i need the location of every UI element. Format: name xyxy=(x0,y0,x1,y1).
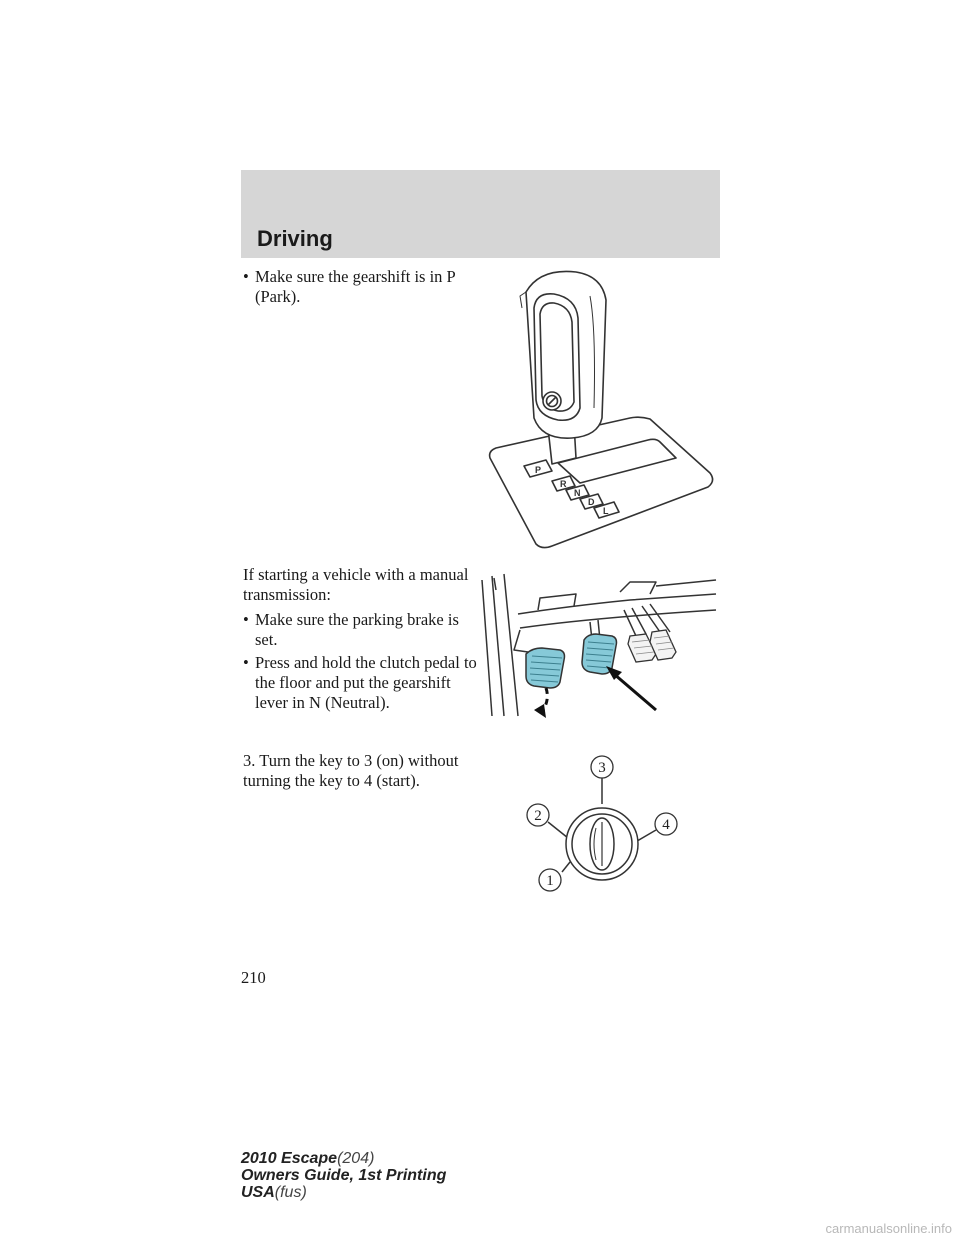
footer-line-2: Owners Guide, 1st Printing xyxy=(241,1167,446,1184)
ignition-switch-illustration: 1 2 3 4 xyxy=(526,755,678,892)
watermark: carmanualsonline.info xyxy=(825,1221,952,1236)
bullet-dot: • xyxy=(243,267,249,286)
page-number: 210 xyxy=(241,968,266,987)
footer-printing: Owners Guide, 1st Printing xyxy=(241,1167,447,1184)
ignition-label-4: 4 xyxy=(662,817,670,833)
pedals-illustration xyxy=(481,573,717,718)
footer-edition: 2010 Escape(204) Owners Guide, 1st Print… xyxy=(241,1150,446,1201)
ignition-label-2: 2 xyxy=(534,808,542,824)
gear-letter-p: P xyxy=(535,465,541,475)
ignition-label-1: 1 xyxy=(546,873,554,889)
ignition-label-3: 3 xyxy=(598,760,606,776)
brake-pedal xyxy=(581,633,618,675)
footer-market-code: (fus) xyxy=(274,1184,307,1201)
gear-letter-l: L xyxy=(603,506,609,516)
clutch-pedal xyxy=(525,647,566,689)
gear-letter-r: R xyxy=(560,479,567,489)
bullet-dot: • xyxy=(243,653,249,672)
bullet-text: Make sure the parking brake is set. xyxy=(255,610,459,649)
press-direction-arrow xyxy=(534,687,549,718)
footer-model: 2010 Escape xyxy=(241,1150,338,1167)
footer-line-1: 2010 Escape(204) xyxy=(241,1150,446,1167)
gear-letter-d: D xyxy=(588,497,595,507)
accelerator-pedal xyxy=(627,629,677,663)
bullet-text: Press and hold the clutch pedal to the f… xyxy=(255,653,477,712)
gearshift-illustration: P R N D L xyxy=(488,270,714,549)
bullet-dot: • xyxy=(243,610,249,629)
section-title: Driving xyxy=(257,226,333,251)
footer-market: USA xyxy=(241,1184,275,1201)
gear-letter-n: N xyxy=(574,488,581,498)
bullet-text: Make sure the gearshift is in P (Park). xyxy=(255,267,456,306)
section-header-band: Driving xyxy=(241,170,720,258)
step-3-text: 3. Turn the key to 3 (on) without turnin… xyxy=(243,751,459,790)
pointer-arrow xyxy=(606,666,657,712)
footer-model-code: (204) xyxy=(337,1150,375,1167)
footer-line-3: USA(fus) xyxy=(241,1184,446,1201)
manual-transmission-intro: If starting a vehicle with a manual tran… xyxy=(243,565,469,604)
